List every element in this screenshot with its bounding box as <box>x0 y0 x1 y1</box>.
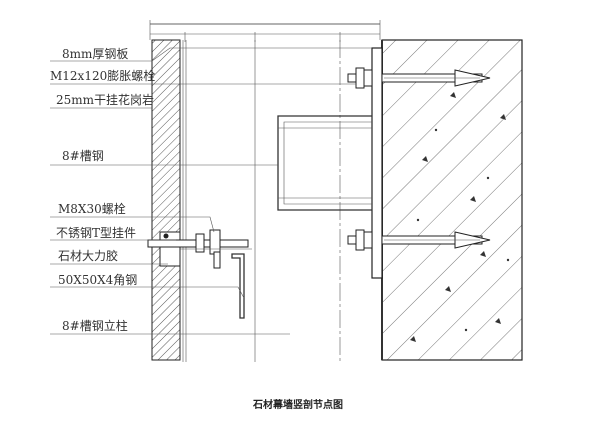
channel-section <box>277 115 372 211</box>
label-expansion-bolt: M12x120膨胀螺栓 <box>50 68 155 83</box>
label-channel: 8#槽钢 <box>62 149 104 163</box>
granite-panel <box>151 39 187 362</box>
concrete-wall <box>381 39 523 361</box>
label-steel-plate: 8mm厚钢板 <box>62 47 128 61</box>
callout-labels: 8mm厚钢板 M12x120膨胀螺栓 25mm干挂花岗岩 8#槽钢 M8X30螺… <box>50 47 155 333</box>
steel-plate <box>371 47 383 279</box>
label-angle: 50X50X4角钢 <box>58 273 137 287</box>
expansion-bolt-lower <box>347 229 491 251</box>
label-column: 8#槽钢立柱 <box>62 318 128 333</box>
label-adhesive: 石材大力胶 <box>58 248 118 263</box>
drawing-caption: 石材幕墙竖剖节点图 <box>252 398 343 411</box>
label-bolt-m8: M8X30螺栓 <box>58 201 126 216</box>
label-granite: 25mm干挂花岗岩 <box>56 92 154 107</box>
label-t-hanger: 不锈钢T型挂件 <box>56 226 136 240</box>
expansion-bolt-upper <box>347 67 491 89</box>
top-dimension-line <box>149 20 381 42</box>
leader-lines <box>50 47 372 335</box>
guide-lines <box>254 40 341 362</box>
hanger-assembly <box>147 229 252 319</box>
